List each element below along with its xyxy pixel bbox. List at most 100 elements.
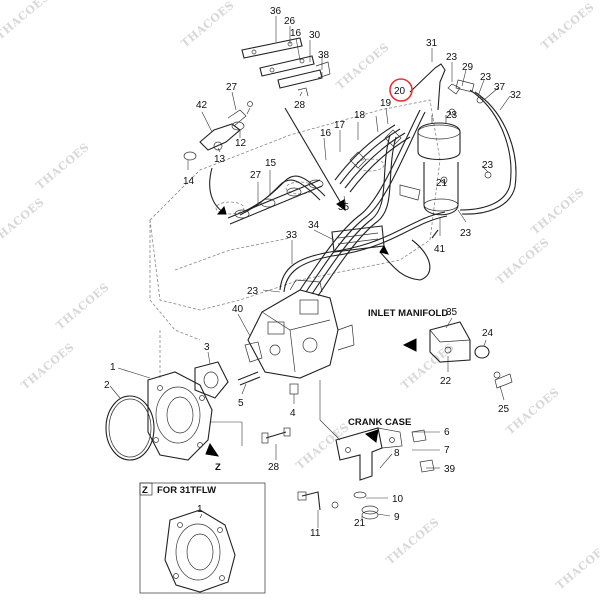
- part-label: 2: [104, 380, 110, 391]
- watermark: THACOES: [19, 340, 77, 392]
- leak-off-pipe: [279, 211, 448, 293]
- part-label: 28: [268, 462, 280, 473]
- part-label: 18: [354, 110, 366, 121]
- part-label: 23: [247, 286, 259, 297]
- gasket-plate: [194, 361, 229, 399]
- part-label: 23: [460, 228, 472, 239]
- part-label: 30: [309, 30, 321, 41]
- part-label: 23: [446, 52, 458, 63]
- inlet-manifold-arrow: [402, 338, 417, 352]
- part-callouts: 36 26 16 30 38 28 27 42 13 12 14 15 27 1…: [104, 6, 522, 539]
- part-label: 37: [494, 82, 506, 93]
- part-label: 22: [440, 376, 452, 387]
- part-label: 16: [320, 128, 332, 139]
- gasket-ring: [105, 395, 155, 461]
- part-label: 5: [238, 398, 244, 409]
- watermark: THACOES: [554, 540, 600, 592]
- part-label: 12: [235, 138, 247, 149]
- injector-nozzle: [183, 101, 253, 161]
- z-view-arrow: [205, 442, 220, 457]
- part-label: 13: [214, 154, 226, 165]
- injector-rail: [227, 179, 324, 225]
- part-label: 39: [444, 464, 456, 475]
- inlet-manifold-label: INLET MANIFOLD: [368, 308, 448, 319]
- part-label: 8: [394, 448, 400, 459]
- part-label: 35: [446, 307, 458, 318]
- part-label: 1: [197, 504, 203, 515]
- part-label: 21: [354, 518, 366, 529]
- part-label: 27: [250, 170, 262, 181]
- watermark: THACOES: [54, 280, 112, 332]
- part-label: 3: [204, 342, 210, 353]
- part-label: 11: [310, 528, 321, 539]
- fuel-filter: [399, 115, 461, 216]
- fuel-hoses: [409, 63, 517, 215]
- watermark: THACOES: [34, 140, 92, 192]
- part-label: 41: [434, 244, 446, 255]
- arrow-head: [336, 199, 346, 212]
- part-label: 23: [482, 160, 494, 171]
- crank-case-arrow: [364, 429, 379, 443]
- part-label: 32: [510, 90, 522, 101]
- watermark: THACOES: [529, 185, 587, 237]
- watermark: THACOES: [294, 420, 352, 472]
- part-label: 36: [270, 6, 282, 17]
- z-box-letter: Z: [142, 485, 148, 496]
- watermark: THACOES: [494, 235, 552, 287]
- part-label: 10: [392, 494, 404, 505]
- part-label: 34: [308, 220, 320, 231]
- part-label: 29: [462, 62, 474, 73]
- part-label: 6: [444, 427, 450, 438]
- part-label: 23: [480, 72, 492, 83]
- part-label: 40: [232, 304, 244, 315]
- part-label: 17: [334, 120, 346, 131]
- watermark: THACOES: [0, 0, 52, 42]
- part-label: 31: [426, 38, 438, 49]
- watermark: THACOES: [384, 515, 442, 567]
- arrow-head: [216, 205, 227, 215]
- part-label: 42: [196, 100, 208, 111]
- crank-case-bracket: [297, 427, 435, 520]
- watermark: THACOES: [0, 195, 47, 247]
- inlet-manifold-bracket: [429, 321, 513, 389]
- part-label: 27: [226, 82, 238, 93]
- watermark: THACOES: [504, 385, 562, 437]
- part-label: 38: [318, 50, 330, 61]
- part-label: 28: [294, 100, 306, 111]
- stud-bolts: [237, 371, 299, 444]
- watermark: THACOES: [539, 0, 597, 52]
- z-box-text: FOR 31TFLW: [157, 485, 216, 496]
- part-label: 33: [286, 230, 298, 241]
- part-label: 9: [394, 512, 400, 523]
- injection-pipes: [239, 109, 426, 297]
- part-label: 1: [110, 362, 116, 373]
- watermark: THACOES: [334, 40, 392, 92]
- z-view-marker: Z: [215, 462, 221, 473]
- part-label: 19: [380, 98, 392, 109]
- leader-lines: [109, 16, 511, 528]
- part-label: 25: [498, 404, 510, 415]
- gear-cover: [147, 371, 213, 461]
- injection-pump: [244, 279, 355, 379]
- part-label: 23: [446, 110, 458, 121]
- part-label: 4: [290, 408, 296, 419]
- arrow-head: [379, 245, 389, 255]
- part-label: 24: [482, 328, 494, 339]
- pipe-clamp: [331, 225, 385, 253]
- part-label: 15: [265, 158, 277, 169]
- part-label: 16: [290, 28, 302, 39]
- part-label: 7: [444, 445, 450, 456]
- part-label: 35: [338, 202, 350, 213]
- part-label: 20: [394, 86, 406, 97]
- return-pipe-brackets: [241, 37, 331, 97]
- direction-arrows: [205, 107, 439, 457]
- watermark: THACOES: [179, 0, 237, 50]
- z-detail-box: Z FOR 31TFLW: [139, 482, 266, 594]
- part-label: 21: [436, 178, 448, 189]
- part-label: 14: [183, 176, 195, 187]
- crank-case-label: CRANK CASE: [348, 417, 411, 428]
- highlight-circle: [389, 78, 413, 102]
- part-label: 26: [284, 16, 296, 27]
